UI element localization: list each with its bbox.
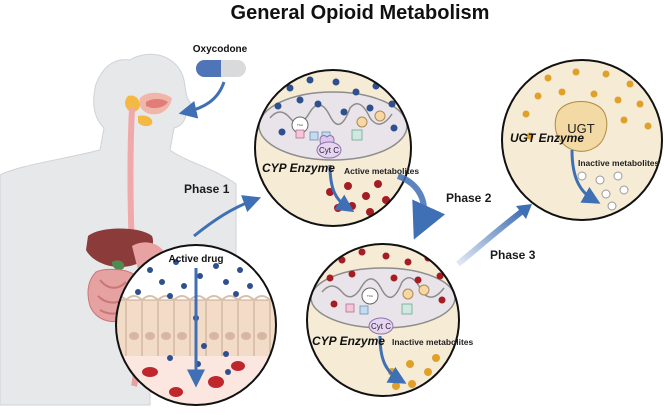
inactive-metabolites-label-1: Inactive metabolites <box>392 337 474 347</box>
svg-text:TCA: TCA <box>297 123 303 127</box>
cyp-circle-active: TCA Cyt C <box>254 69 412 227</box>
ingestion-arrow <box>178 81 226 119</box>
phase-3-arrow <box>456 207 526 267</box>
cyp-circle-inactive: TCA Cyt C <box>306 243 460 397</box>
esophagus <box>127 107 135 251</box>
oxycodone-label: Oxycodone <box>193 44 248 55</box>
ugt-circle: UGT <box>501 59 663 221</box>
svg-text:TCA: TCA <box>367 294 373 298</box>
phase-2-arrow <box>396 173 446 240</box>
ugt-enzyme-body-label: UGT <box>567 121 595 136</box>
cyt-c-label-1: Cyt C <box>319 146 339 155</box>
inactive-metabolites-label-2: Inactive metabolites <box>578 158 660 168</box>
phase-1-label: Phase 1 <box>184 182 230 196</box>
phase-3-arrowhead <box>516 204 532 219</box>
cyp-enzyme-label-2: CYP Enzyme <box>312 334 385 348</box>
mouth-region <box>125 92 172 127</box>
cyp-enzyme-label-1: CYP Enzyme <box>262 161 335 175</box>
diagram-title: General Opioid Metabolism <box>231 2 490 24</box>
oxycodone-pill <box>196 60 246 77</box>
phase-3-label: Phase 3 <box>490 248 536 262</box>
active-drug-label: Active drug <box>168 254 223 265</box>
phase-2-label: Phase 2 <box>446 191 492 205</box>
active-metabolites-label: Active metabolites <box>344 166 419 176</box>
phase-1-arrow <box>193 195 262 238</box>
cyt-c-label-2: Cyt C <box>371 322 391 331</box>
ugt-enzyme-label: UGT Enzyme <box>510 131 584 145</box>
